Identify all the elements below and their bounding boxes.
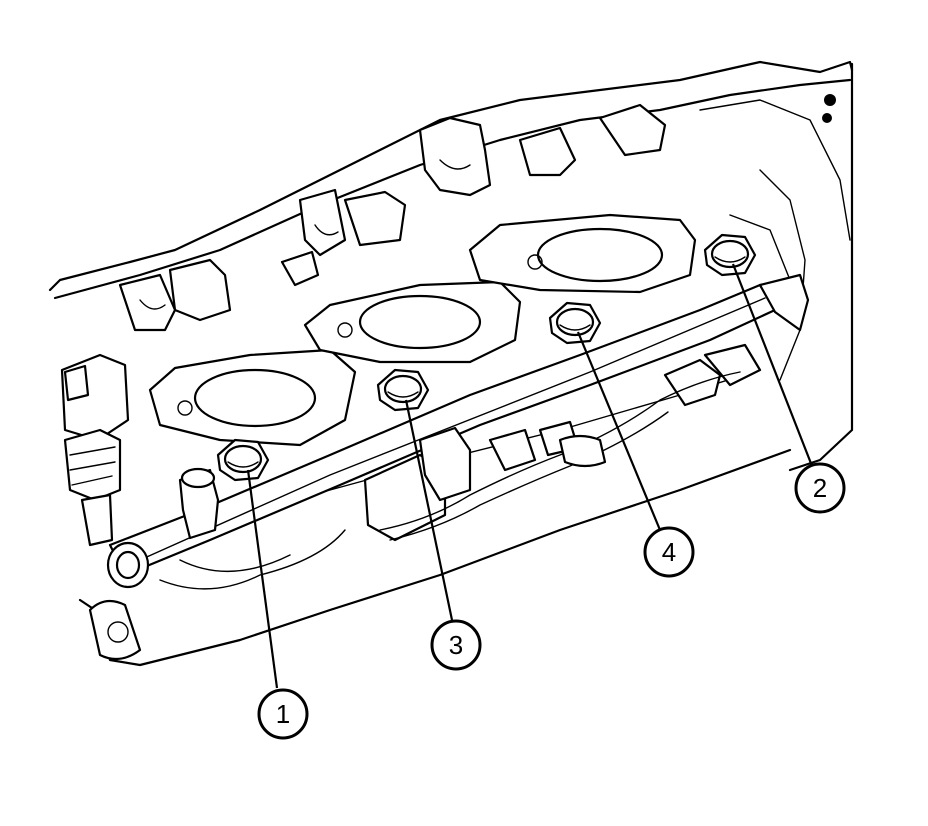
callout-3: 3 — [430, 619, 482, 671]
bolt-2 — [703, 233, 757, 277]
callout-1: 1 — [257, 688, 309, 740]
leader-1 — [246, 469, 279, 689]
injector-harness — [363, 343, 762, 542]
bolt-1 — [216, 438, 270, 482]
callout-2: 2 — [794, 462, 846, 514]
callout-1-label: 1 — [276, 699, 290, 729]
leader-3 — [404, 399, 454, 621]
bolt-4 — [548, 301, 602, 345]
callout-4-label: 4 — [662, 537, 676, 567]
leader-2 — [731, 263, 814, 467]
fuel-rail — [106, 273, 810, 589]
callout-4: 4 — [643, 526, 695, 578]
leader-4 — [576, 331, 662, 531]
cylinder-head — [48, 60, 854, 472]
pressure-sensor — [60, 353, 130, 547]
callout-2-label: 2 — [813, 473, 827, 503]
callout-3-label: 3 — [449, 630, 463, 660]
bolt-3 — [376, 368, 430, 412]
intake-ports — [148, 213, 697, 447]
leader-lines — [246, 263, 814, 689]
